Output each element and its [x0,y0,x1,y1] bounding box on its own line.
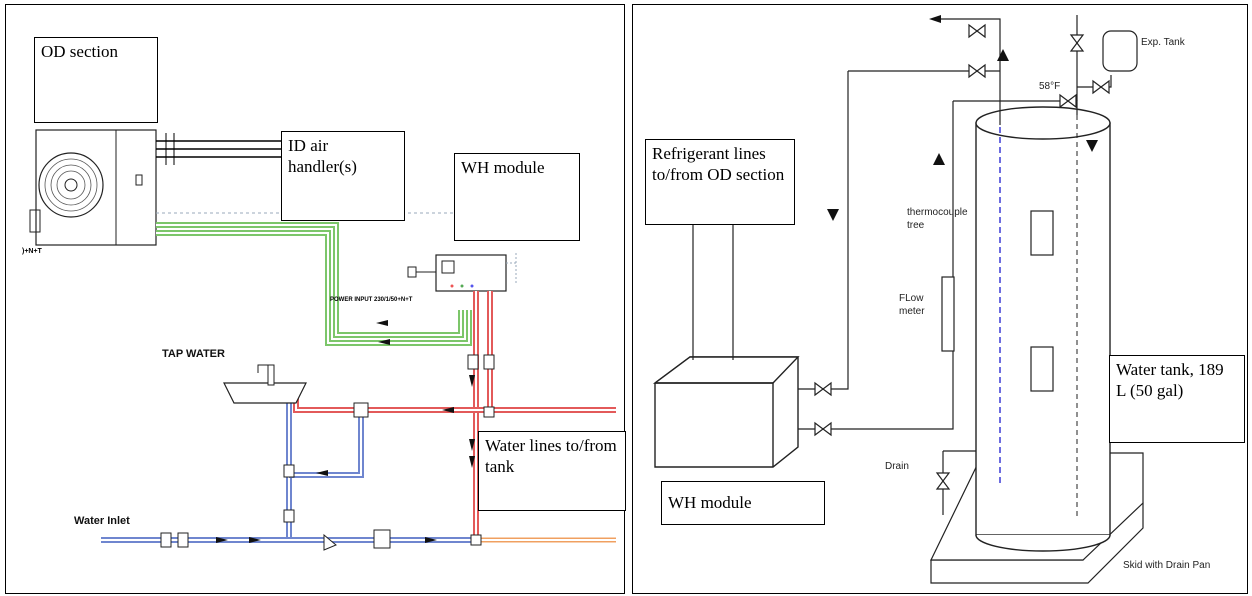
drain-label: Drain [885,461,909,472]
flow-arrows-right [827,15,1098,221]
flow-meter [941,276,955,352]
power-input-label: POWER INPUT 230/1/50+N+T [330,297,413,303]
temperature-label: 58°F [1039,81,1061,92]
wh-module-device [407,253,517,292]
right-schematic [652,15,1144,584]
tap-water-label: TAP WATER [162,348,225,360]
outdoor-unit [29,129,157,246]
flow-meter-label: FLow meter [899,293,925,317]
wh-module-label: WH module [454,153,580,241]
id-air-handlers-label: ID air handler(s) [281,131,405,221]
od-section-label: OD section [34,37,158,123]
refrigerant-lines-label: Refrigerant lines to/from OD section [645,139,795,225]
flow-arrows [216,320,475,543]
water-lines-label: Water lines to/from tank [478,431,626,511]
left-schematic [29,129,616,551]
wh-module-unit [652,356,800,468]
wh-module-label-right: WH module [661,481,825,525]
exp-tank-label: Exp. Tank [1141,37,1185,48]
water-tank-label: Water tank, 189 L (50 gal) [1109,355,1245,443]
unit-tag-label: )+N+T [22,248,42,255]
water-inlet-label: Water Inlet [74,515,130,527]
left-diagram-panel: OD section ID air handler(s) WH module W… [5,4,626,594]
water-tank-cylinder [975,106,1111,552]
skid-label: Skid with Drain Pan [1123,560,1211,571]
valves [814,23,1110,490]
tap-sink [223,364,307,404]
right-diagram-panel: Refrigerant lines to/from OD section WH … [632,4,1248,594]
thermocouple-tree-label: thermocouple tree [907,207,968,231]
expansion-tank [1102,30,1138,72]
